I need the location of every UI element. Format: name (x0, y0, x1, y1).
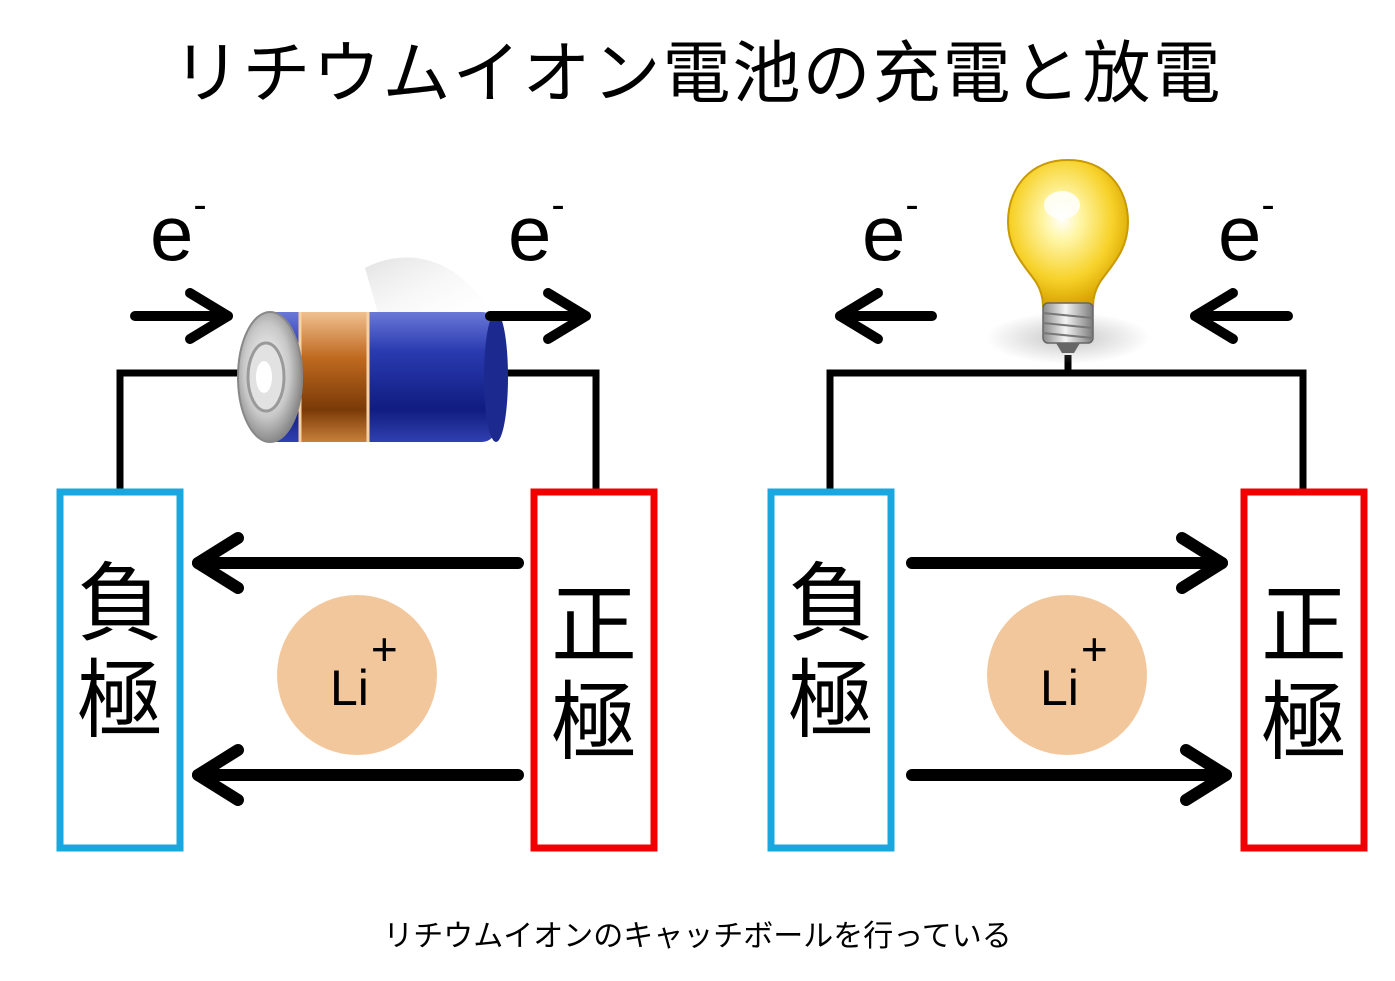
light-bulb-icon (986, 158, 1150, 364)
discharge-ion-arrow-bottom (906, 744, 1232, 806)
discharge-lithium-ion (987, 595, 1147, 755)
charge-wire-left (116, 369, 262, 490)
discharge-electron-arrow-right (1190, 288, 1293, 344)
charge-negative-label-1: 負 (77, 554, 163, 654)
charge-panel: e- e- 負 極 正 極 Li+ (56, 183, 658, 852)
discharge-electron-right-label: e- (1218, 183, 1275, 277)
charge-electron-arrow-left (130, 288, 233, 344)
charge-negative-electrode (56, 488, 184, 852)
charge-lithium-ion (277, 595, 437, 755)
charge-positive-label-2: 極 (551, 673, 637, 773)
page-title: リチウムイオン電池の充電と放電 (172, 35, 1223, 114)
discharge-electron-left-label: e- (862, 183, 919, 277)
battery-icon (237, 257, 508, 443)
discharge-ion-label: Li+ (1040, 623, 1108, 716)
charge-electron-right-label: e- (508, 183, 565, 277)
discharge-positive-electrode (1240, 488, 1368, 852)
charge-electron-left-label: e- (150, 183, 207, 277)
charge-wire-right (498, 369, 600, 490)
charge-ion-arrow-top (192, 532, 524, 594)
discharge-wire (826, 369, 1307, 490)
discharge-electron-arrow-left (835, 288, 937, 344)
discharge-panel: e- e- 負 極 正 極 Li+ (767, 158, 1368, 852)
discharge-negative-electrode (767, 488, 895, 852)
caption: リチウムイオンのキャッチボールを行っている (383, 919, 1012, 954)
charge-ion-arrow-bottom (192, 744, 524, 806)
discharge-positive-label-1: 正 (1261, 576, 1347, 676)
charge-ion-label: Li+ (330, 623, 398, 716)
discharge-positive-label-2: 極 (1261, 673, 1347, 773)
discharge-negative-label-1: 負 (788, 554, 874, 654)
discharge-ion-arrow-top (906, 532, 1228, 594)
charge-electron-arrow-right (485, 288, 591, 344)
charge-positive-label-1: 正 (551, 576, 637, 676)
discharge-negative-label-2: 極 (788, 651, 874, 751)
charge-negative-label-2: 極 (77, 651, 163, 751)
charge-positive-electrode (530, 488, 658, 852)
